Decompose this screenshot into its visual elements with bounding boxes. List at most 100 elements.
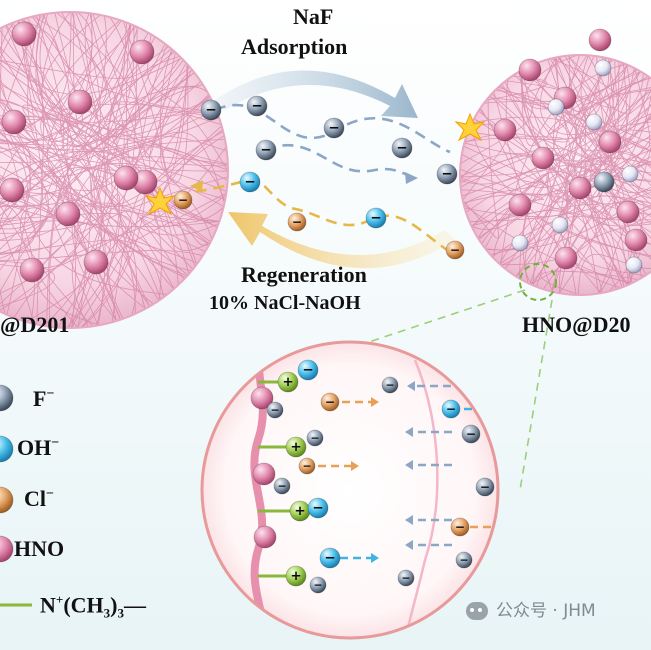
legend-fluoride-label: F− [33, 386, 55, 411]
ion-charge-symbol: − [396, 140, 407, 156]
quaternary-ammonium-site: + [289, 500, 311, 522]
hno-particle [67, 89, 93, 115]
ion-flow-arrow [342, 397, 379, 407]
polymer-fiber [596, 163, 651, 284]
polymer-fiber [515, 150, 651, 277]
polymer-fiber [461, 154, 544, 228]
ion-charge-symbol: − [324, 550, 335, 566]
fluoride-ion: − [266, 401, 284, 419]
polymer-fiber [96, 156, 228, 224]
polymer-fiber [568, 55, 649, 112]
polymer-fiber [0, 14, 43, 169]
polymer-fiber [465, 61, 620, 213]
polymer-fiber [0, 45, 182, 95]
polymer-fiber [20, 19, 220, 120]
fluoride-ion: − [246, 95, 268, 117]
polymer-fiber [93, 175, 185, 322]
ion-flow-arrow [405, 427, 452, 437]
polymer-fiber [0, 66, 225, 207]
polymer-fiber [558, 210, 651, 294]
ion-charge-symbol: − [312, 500, 323, 516]
fluoride-ion: − [391, 137, 413, 159]
ion-charge-symbol: − [385, 378, 394, 391]
polymer-fiber [0, 133, 228, 204]
polymer-fiber [491, 93, 651, 181]
fluoride-ion: − [273, 477, 291, 495]
polymer-fiber [584, 79, 651, 188]
polymer-fiber [12, 22, 217, 123]
ion-charge-symbol: − [446, 402, 456, 416]
ion-charge-symbol: − [455, 520, 465, 534]
ion-charge-symbol: − [270, 403, 279, 416]
hno-particle [55, 201, 81, 227]
chloride-ion: − [298, 457, 316, 475]
polymer-fiber [71, 98, 212, 300]
legend-hydroxide-label: OH− [17, 435, 60, 460]
polymer-fiber [553, 97, 651, 284]
zoom-detail-circle: ++++−−−−−−−−−−−−−−−− [200, 340, 500, 640]
ion-charge-symbol: − [441, 166, 452, 182]
adsorption-label-line2: Adsorption [241, 34, 348, 59]
polymer-fiber [0, 33, 106, 326]
polymer-fiber [460, 56, 562, 164]
polymer-fiber [0, 123, 49, 260]
regeneration-arrow [228, 212, 455, 269]
polymer-fiber [0, 212, 133, 328]
ion-charge-symbol: − [480, 480, 490, 494]
adsorbed-site [511, 234, 529, 252]
regeneration-label-line2: 10% NaCl-NaOH [209, 292, 361, 314]
wechat-icon [466, 602, 488, 620]
polymer-fiber [66, 164, 188, 289]
path-arrowhead [190, 180, 203, 192]
chloride-ion [0, 486, 14, 514]
polymer-fiber [160, 65, 193, 170]
polymer-fiber [109, 16, 176, 159]
ion-charge-symbol: − [205, 102, 216, 118]
polymer-fiber [469, 203, 599, 227]
hydroxide-ion: − [307, 497, 329, 519]
right-resin-label: HNO@D20 [522, 312, 631, 337]
polymer-fiber [160, 48, 189, 184]
polymer-fiber [0, 13, 118, 161]
ion-flow-arrow [405, 515, 452, 525]
polymer-fiber [0, 12, 84, 156]
ion-charge-symbol: − [302, 459, 311, 472]
polymer-fiber [0, 36, 197, 265]
path-arrowhead [405, 172, 418, 184]
polymer-fiber [80, 131, 224, 328]
binding-sparkle [454, 112, 486, 142]
ion-charge-symbol: − [313, 578, 322, 591]
hno-particle [11, 21, 37, 47]
fluoride-ion: − [306, 429, 324, 447]
ion-charge-symbol: − [401, 571, 410, 584]
hydroxide-ion: − [319, 547, 341, 569]
chloride-ion: − [450, 517, 470, 537]
polymer-fiber [21, 19, 44, 325]
polymer-fiber [0, 43, 166, 269]
legend-quaternary-ammonium-label: N+(CH3)3— [40, 592, 146, 621]
ion-flow-arrow [318, 461, 359, 471]
binding-sparkle [144, 186, 176, 216]
ion-flow-arrow [340, 553, 379, 563]
ion-charge-symbol: − [260, 142, 271, 158]
hno-particle [493, 118, 517, 142]
hno-particle [252, 462, 276, 486]
resin-surface [250, 342, 268, 638]
polymer-fiber [568, 55, 651, 179]
legend-chloride-label: Cl− [24, 486, 54, 511]
zoom-source-marker [519, 263, 557, 301]
quaternary-ammonium-site: + [285, 565, 307, 587]
polymer-fiber [550, 56, 631, 115]
polymer-fiber [0, 119, 225, 204]
fluoride-ion: − [397, 569, 415, 587]
chloride-ion: − [287, 212, 307, 232]
polymer-fiber [514, 74, 633, 292]
ion-charge-symbol: − [325, 395, 335, 409]
hno-particle [624, 228, 648, 252]
chloride-ion: − [445, 240, 465, 260]
adsorbed-site [551, 216, 569, 234]
hydroxide-ion: − [365, 207, 387, 229]
fluoride-ion: − [475, 477, 495, 497]
hydroxide-ion: − [441, 399, 461, 419]
